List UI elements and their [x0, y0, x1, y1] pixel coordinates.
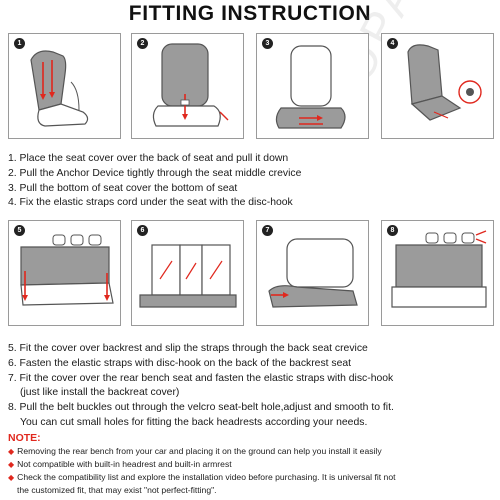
step-panel-8: 8 [381, 220, 494, 326]
step-text-2: 2. Pull the Anchor Device tightly throug… [8, 167, 302, 179]
step-number-3: 3 [262, 38, 273, 49]
step-number-6: 6 [137, 225, 148, 236]
step-number-4: 4 [387, 38, 398, 49]
step-text-7: 7. Fit the cover over the rear bench sea… [8, 372, 394, 384]
bullet-icon: ◆ [8, 447, 15, 456]
step-text-1: 1. Place the seat cover over the back of… [8, 153, 289, 164]
step-panel-2: 2 [131, 33, 244, 139]
step-number-5: 5 [14, 225, 25, 236]
steps-list-top: 1. Place the seat cover over the back of… [8, 152, 301, 211]
note-item-1: ◆Removing the rear bench from your car a… [8, 446, 382, 456]
step-text-8-cont: You can cut small holes for fitting the … [20, 416, 368, 428]
note-item-2: ◆Not compatible with built-in headrest a… [8, 459, 232, 469]
steps-list-bottom: 5. Fit the cover over backrest and slip … [8, 342, 394, 431]
step-panel-4: 4 [381, 33, 494, 139]
step-text-6: 6. Fasten the elastic straps with disc-h… [8, 357, 352, 369]
step-panel-7: 7 [256, 220, 369, 326]
step-number-7: 7 [262, 225, 273, 236]
notes-list: ◆Removing the rear bench from your car a… [8, 445, 395, 496]
step-panel-5: 5 [8, 220, 121, 326]
bullet-icon: ◆ [8, 473, 15, 482]
page-title: FITTING INSTRUCTION [128, 2, 372, 25]
step-panel-6: 6 [131, 220, 244, 326]
step-number-1: 1 [14, 38, 25, 49]
step-text-3: 3. Pull the bottom of seat cover the bot… [8, 182, 238, 194]
note-heading: NOTE: [8, 432, 41, 444]
step-number-2: 2 [137, 38, 148, 49]
step-number-8: 8 [387, 225, 398, 236]
bullet-icon: ◆ [8, 460, 15, 469]
step-text-4: 4. Fix the elastic straps cord under the… [8, 197, 293, 209]
step-panel-1: 1 [8, 33, 121, 139]
step-text-5: 5. Fit the cover over backrest and slip … [8, 343, 368, 354]
note-item-3-cont: the customized fit, that may exist "not … [17, 485, 217, 495]
step-panel-3: 3 [256, 33, 369, 139]
note-item-3: ◆Check the compatibility list and explor… [8, 472, 396, 482]
step-text-8: 8. Pull the belt buckles out through the… [8, 402, 394, 414]
step-text-7-cont: (just like install the backreat cover) [20, 387, 180, 399]
